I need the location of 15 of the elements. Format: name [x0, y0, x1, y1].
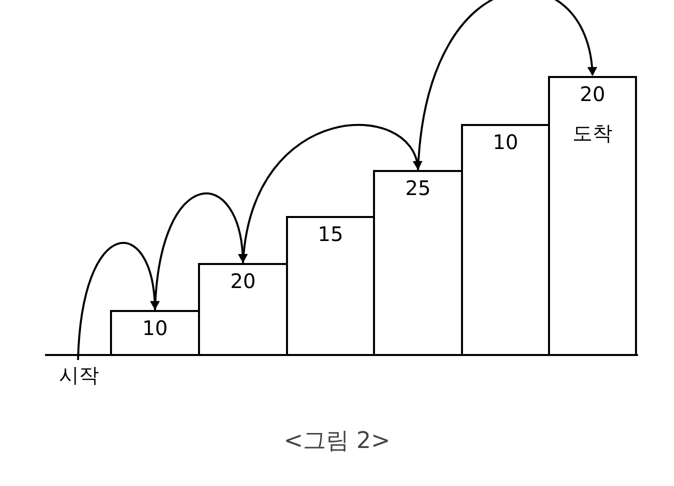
- step-number: 25: [404, 176, 432, 200]
- arrow: [417, 0, 596, 170]
- step-number: 10: [492, 130, 520, 154]
- start-label: 시작: [52, 362, 106, 388]
- step-number: 10: [141, 316, 169, 340]
- figure-caption: <그림 2>: [282, 427, 392, 456]
- step-box: [110, 310, 200, 356]
- arrow: [242, 124, 421, 264]
- step-number: 15: [316, 222, 344, 246]
- arrow: [77, 242, 160, 360]
- step-number: 20: [578, 82, 606, 106]
- step-box: [548, 76, 637, 356]
- step-label: 도착: [572, 120, 614, 147]
- step-number: 20: [229, 269, 257, 293]
- arrow: [154, 192, 248, 310]
